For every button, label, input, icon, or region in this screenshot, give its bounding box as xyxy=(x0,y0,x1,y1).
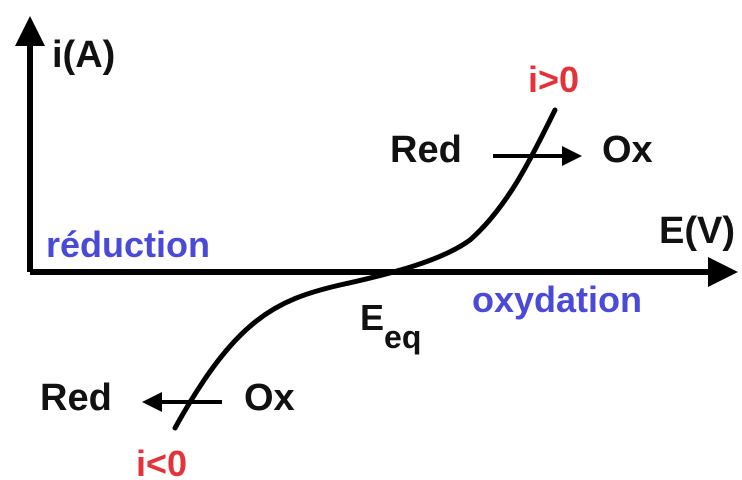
anodic-current-label: i>0 xyxy=(528,59,579,100)
oxidation-label: oxydation xyxy=(472,279,642,320)
equilibrium-potential-label: Eeq xyxy=(360,297,421,355)
equilibrium-subscript: eq xyxy=(384,319,421,355)
x-axis-label: E(V) xyxy=(659,210,735,252)
anodic-red-label: Red xyxy=(390,129,462,171)
reduction-label: réduction xyxy=(46,224,210,265)
y-axis-label: i(A) xyxy=(52,34,115,76)
equilibrium-symbol: E xyxy=(360,297,384,338)
current-potential-curve xyxy=(172,107,558,431)
cathodic-red-label: Red xyxy=(40,377,112,419)
cathodic-ox-label: Ox xyxy=(244,377,295,419)
cathodic-current-label: i<0 xyxy=(136,443,187,480)
anodic-ox-label: Ox xyxy=(602,129,653,171)
